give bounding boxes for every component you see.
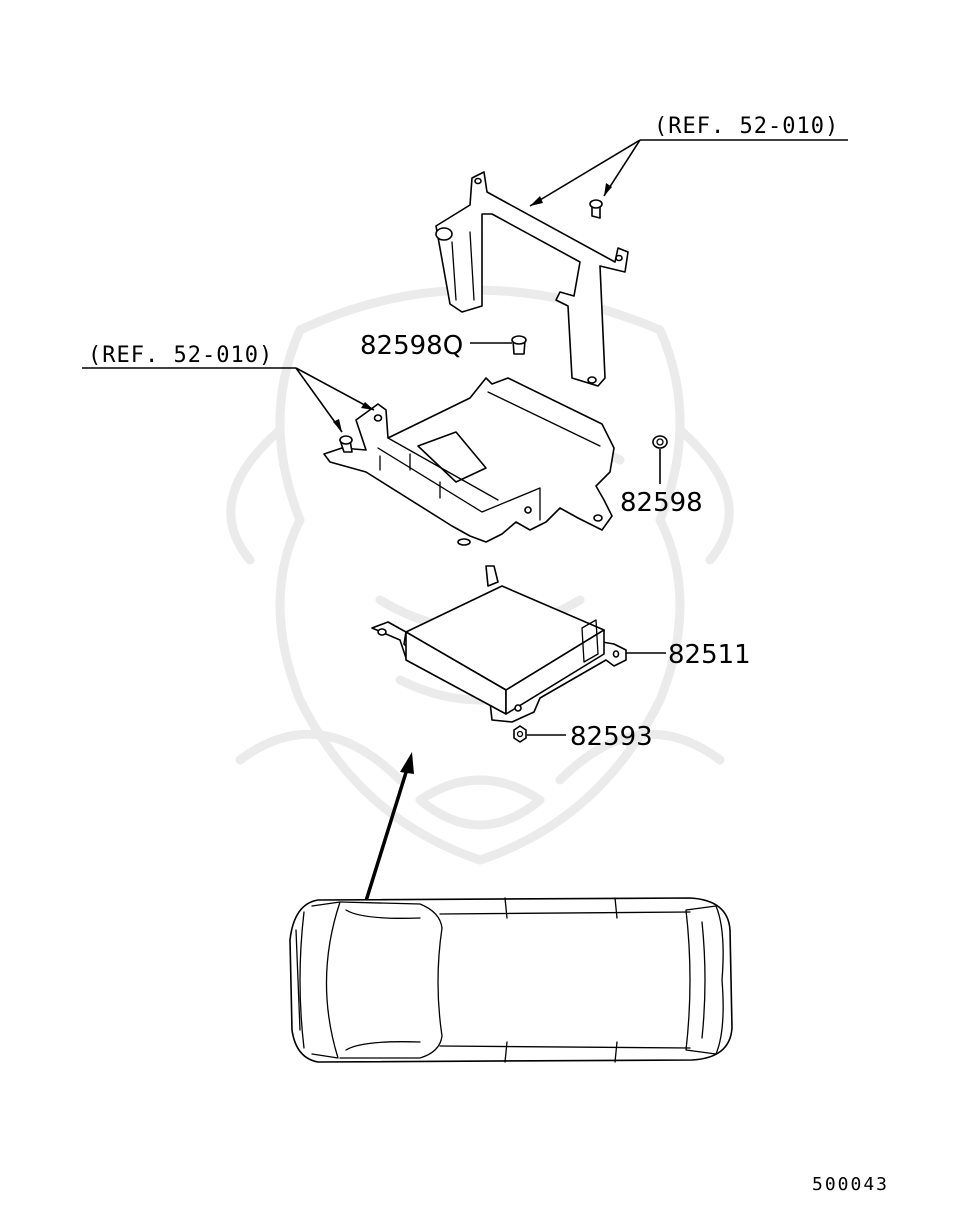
tray-bracket (323, 377, 615, 546)
callout-82598q: 82598Q (360, 331, 463, 361)
vehicle-top-view (289, 897, 733, 1063)
ref-label-top: (REF. 52-010) (654, 114, 839, 139)
nut-82598 (652, 435, 668, 449)
bolt-82598q (511, 335, 527, 355)
callout-82593: 82593 (570, 722, 653, 752)
control-module-82511 (371, 565, 627, 723)
upper-mounting-bracket (435, 171, 629, 387)
callout-82511: 82511 (668, 640, 751, 670)
leader-lines (82, 139, 848, 736)
watermark-mask (226, 285, 734, 865)
callout-82598: 82598 (620, 488, 703, 518)
ref-label-left: (REF. 52-010) (88, 343, 273, 368)
nut-82593 (513, 725, 527, 743)
figure-number: 500043 (812, 1174, 889, 1195)
